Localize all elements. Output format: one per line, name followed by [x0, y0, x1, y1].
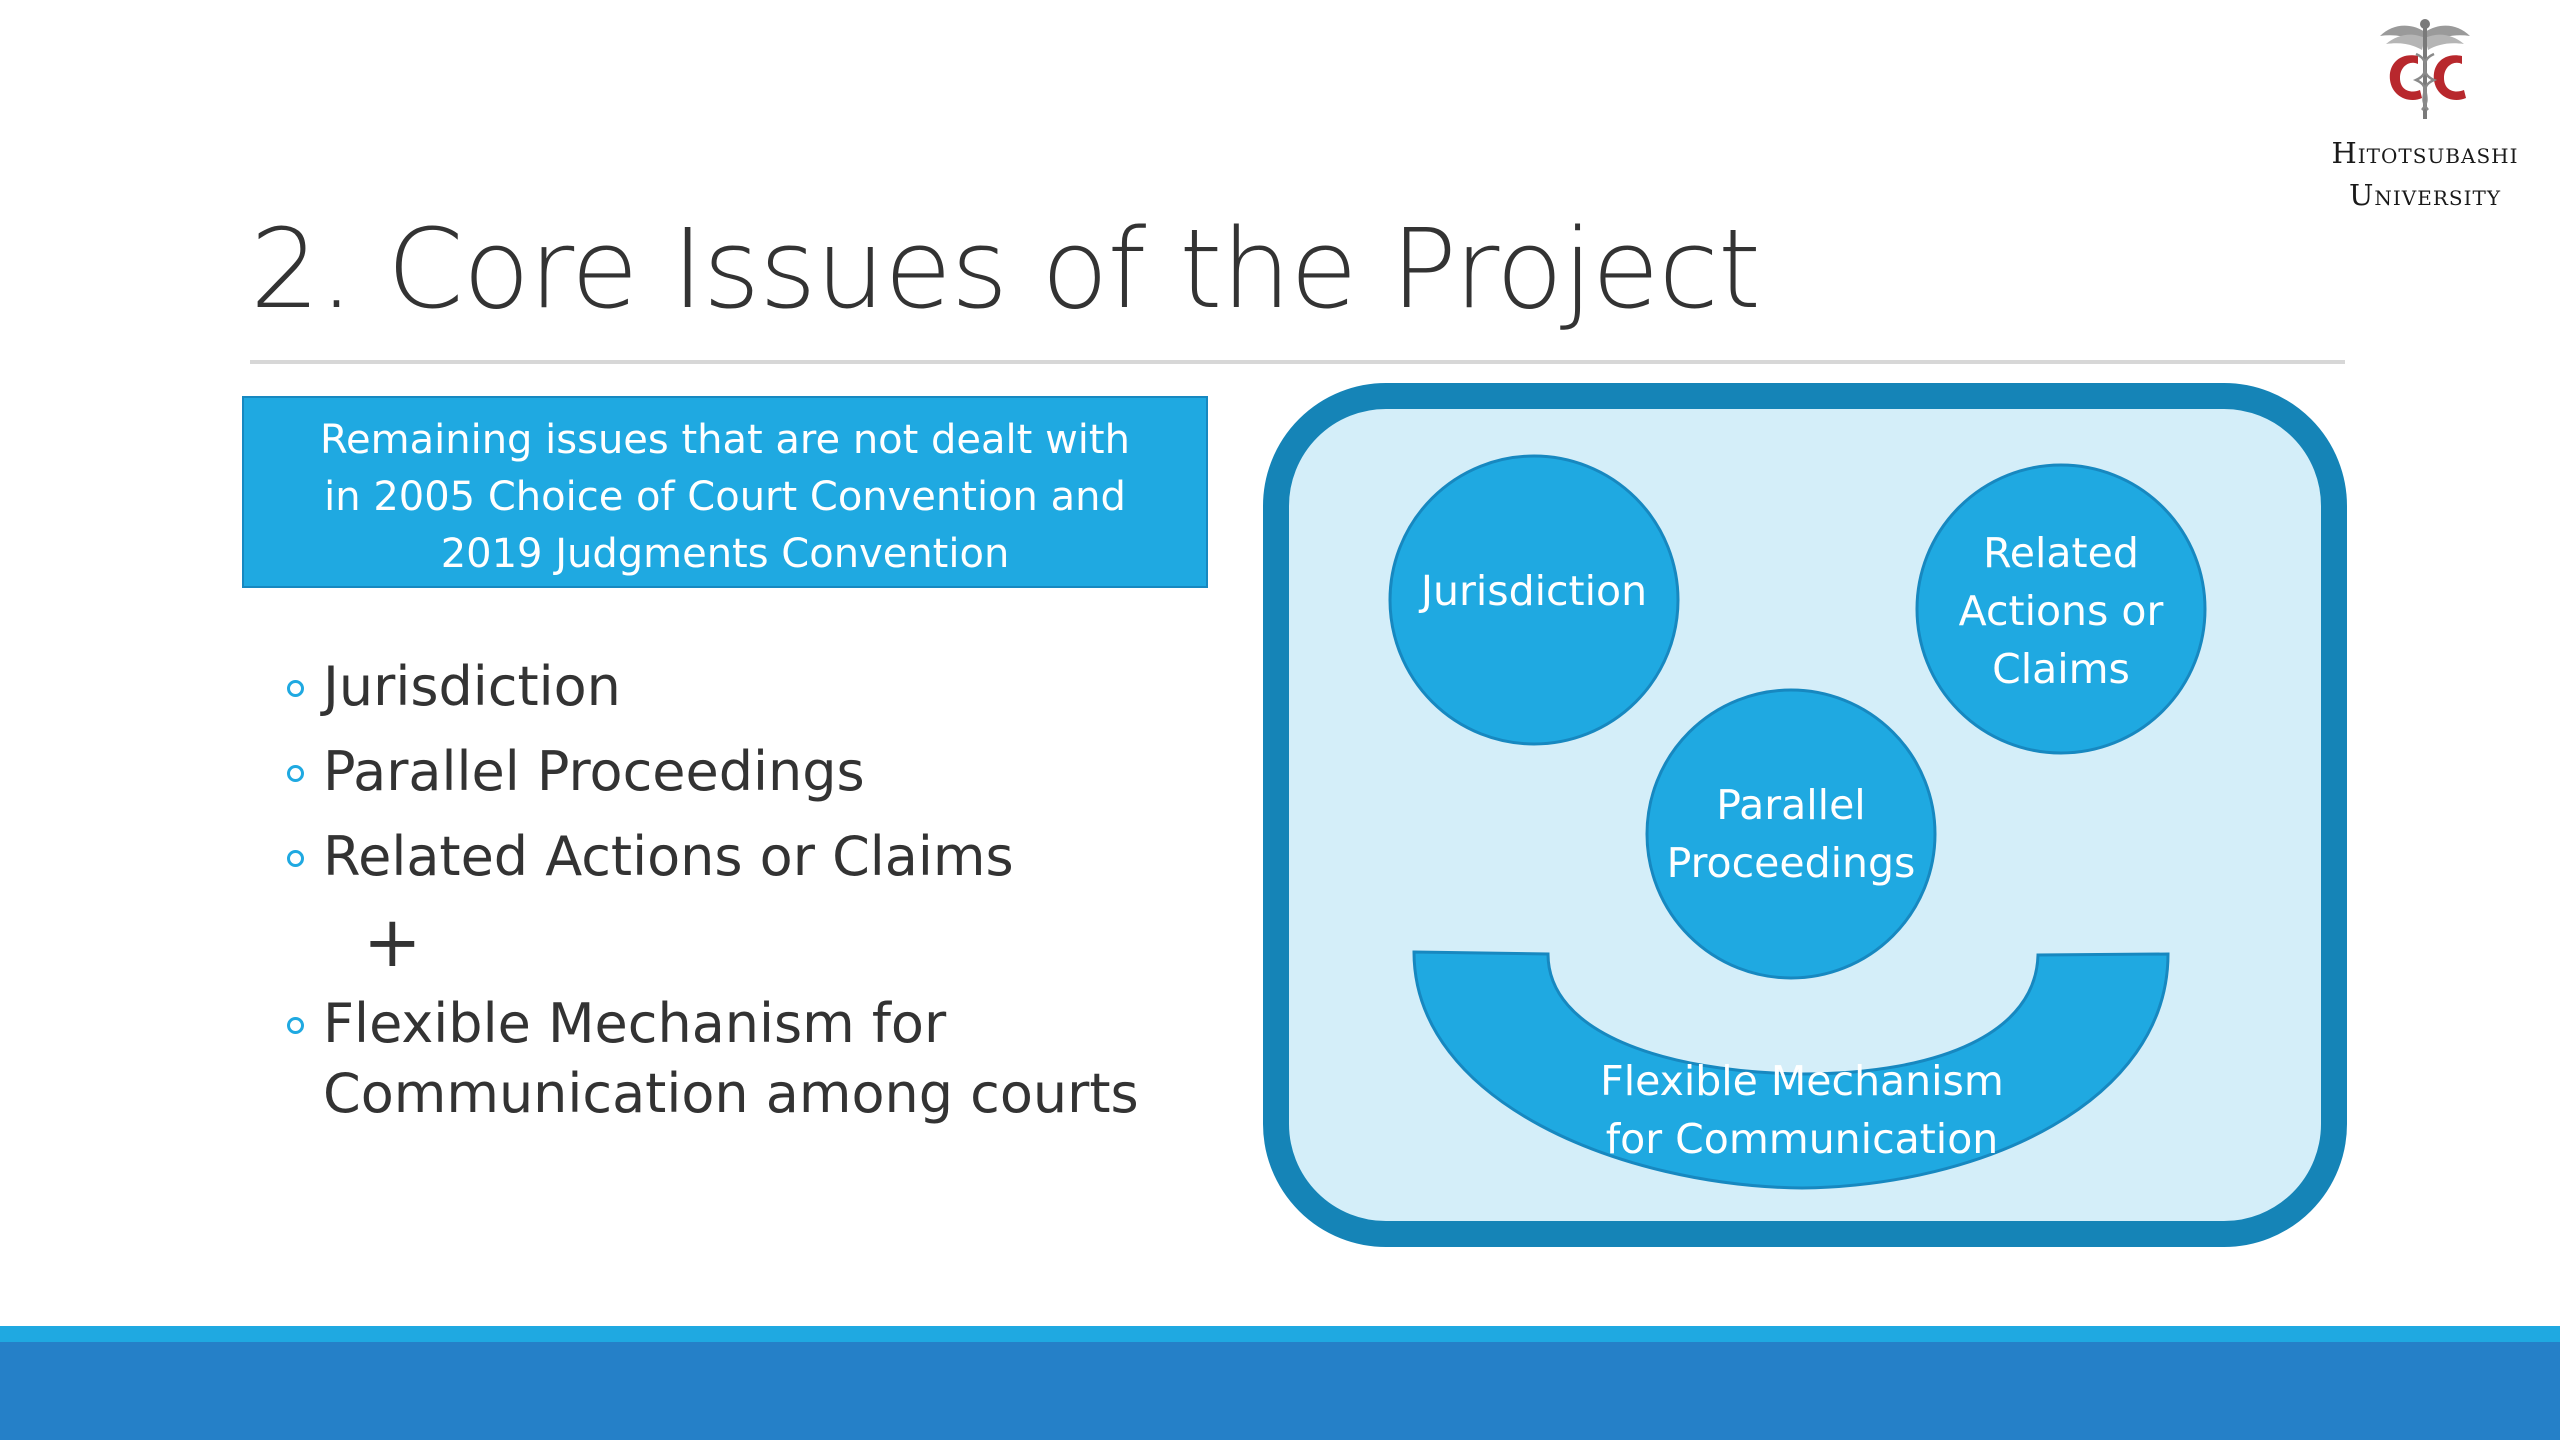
bullet-circle-icon	[287, 1017, 304, 1034]
bullet-circle-icon	[287, 850, 304, 867]
university-name-line1: Hitotsubashi	[2331, 136, 2519, 170]
bullet-text-line2: Communication among courts	[323, 1062, 1139, 1125]
circle-parallel-text-line2: Proceedings	[1666, 839, 1916, 887]
arc-text-line1: Flexible Mechanism	[1600, 1057, 2004, 1105]
circle-related-text-line2: Actions or	[1958, 587, 2164, 635]
issues-diagram: Jurisdiction Related Actions or Claims P…	[1262, 382, 2348, 1248]
bullet-item-parallel-proceedings: Parallel Proceedings	[285, 737, 1185, 807]
title-divider	[250, 360, 2345, 364]
university-logo: Hitotsubashi University	[2300, 14, 2550, 214]
circle-jurisdiction-text: Jurisdiction	[1420, 567, 1648, 615]
university-name: Hitotsubashi University	[2300, 132, 2550, 216]
arc-text-line2: for Communication	[1605, 1115, 1999, 1163]
plus-sign: +	[363, 901, 422, 983]
arc-flexible-mechanism	[1412, 950, 2170, 1190]
footer-stripe	[0, 1326, 2560, 1342]
bullet-circle-icon	[287, 680, 304, 697]
bullet-item-jurisdiction: Jurisdiction	[285, 652, 1185, 722]
circle-related-text-line1: Related	[1983, 529, 2139, 577]
bullet-list: Jurisdiction Parallel Proceedings Relate…	[285, 652, 1185, 1144]
footer-bar	[0, 1342, 2560, 1440]
diagram-graphic	[1263, 383, 2347, 1247]
bullet-text: Parallel Proceedings	[323, 740, 865, 803]
arc-flexible-mechanism-label: Flexible Mechanism for Communication	[1562, 1052, 2042, 1168]
university-name-line2: University	[2348, 178, 2502, 212]
circle-jurisdiction	[1388, 454, 1680, 746]
circle-related-actions	[1915, 463, 2207, 755]
bullet-circle-icon	[287, 765, 304, 782]
circle-parallel-proceedings	[1645, 688, 1937, 980]
bullet-text-line1: Flexible Mechanism for	[323, 992, 947, 1055]
circle-jurisdiction-label: Jurisdiction	[1390, 562, 1678, 620]
circle-parallel-text-line1: Parallel	[1716, 781, 1866, 829]
issues-box-line3: 2019 Judgments Convention	[440, 531, 1010, 577]
bullet-item-flexible-mechanism: Flexible Mechanism for Communication amo…	[285, 989, 1185, 1129]
issues-box-line2: in 2005 Choice of Court Convention and	[324, 474, 1126, 520]
remaining-issues-box: Remaining issues that are not dealt with…	[242, 396, 1208, 588]
circle-related-text-line3: Claims	[1992, 645, 2130, 693]
caduceus-emblem-icon	[2380, 19, 2470, 119]
bullet-text: Related Actions or Claims	[323, 825, 1014, 888]
bullet-item-related-actions: Related Actions or Claims	[285, 822, 1185, 892]
issues-box-line1: Remaining issues that are not dealt with	[320, 417, 1130, 463]
circle-related-actions-label: Related Actions or Claims	[1917, 524, 2205, 698]
circle-parallel-proceedings-label: Parallel Proceedings	[1647, 776, 1935, 892]
bullet-text: Jurisdiction	[323, 655, 621, 718]
slide-title: 2. Core Issues of the Project	[250, 205, 1761, 333]
